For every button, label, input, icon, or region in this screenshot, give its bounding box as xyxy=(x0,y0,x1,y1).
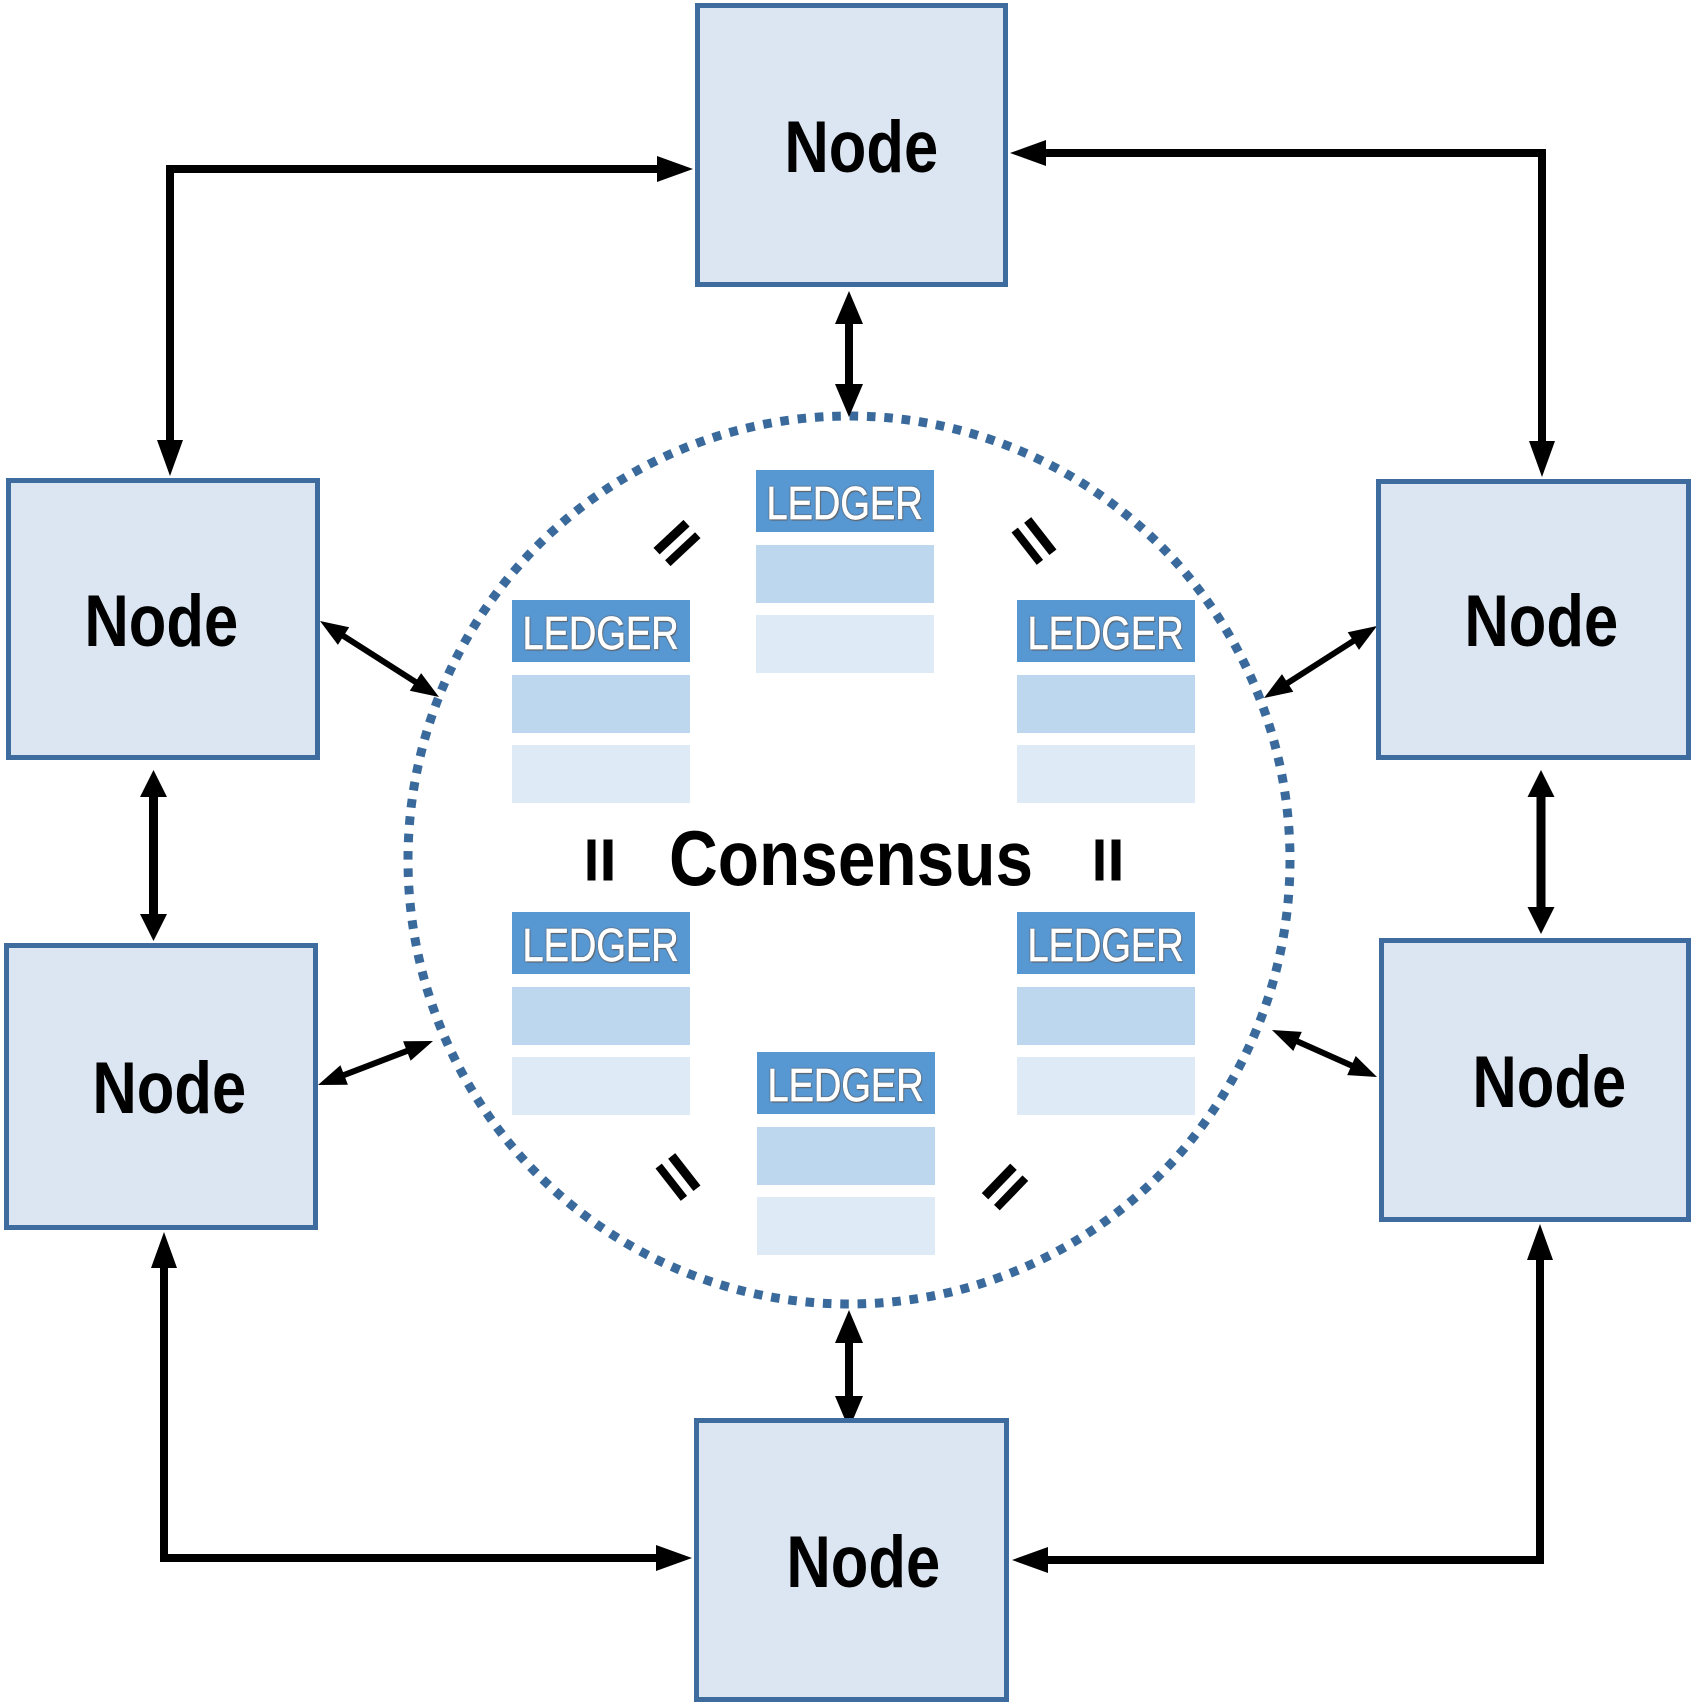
ledger-header: LEDGER xyxy=(512,912,690,974)
ledger-header: LEDGER xyxy=(1017,600,1195,662)
node-label: Node xyxy=(1472,1041,1626,1123)
ledger-title: LEDGER xyxy=(522,607,680,659)
arrow-left-nodes xyxy=(140,770,167,941)
ledger-row-2 xyxy=(1017,1057,1195,1115)
arrow-upperleft-node-circle xyxy=(320,621,439,697)
arrow-upperright-node-circle xyxy=(1264,626,1377,698)
ledger-title: LEDGER xyxy=(1027,607,1185,659)
equals-bar xyxy=(587,839,596,881)
ledger-header: LEDGER xyxy=(1017,912,1195,974)
arrow-lowerleft-node-circle xyxy=(318,1041,433,1085)
ledger-table-upper-right: LEDGER xyxy=(1017,600,1195,803)
ledger-row-2 xyxy=(1017,745,1195,803)
node-box-bottom: Node xyxy=(694,1418,1009,1702)
ledger-table-upper-left: LEDGER xyxy=(512,600,690,803)
ledger-row-1 xyxy=(512,675,690,733)
ledger-title: LEDGER xyxy=(522,919,680,971)
equals-middle-right xyxy=(1095,839,1121,881)
equals-middle-left xyxy=(587,839,613,881)
node-box-top: Node xyxy=(695,3,1008,287)
node-label: Node xyxy=(1464,581,1619,662)
ledger-row-1 xyxy=(756,545,934,603)
ledger-table-top: LEDGER xyxy=(756,470,934,673)
connector-upperright-to-top xyxy=(1010,140,1555,477)
arrow-top-node-circle xyxy=(835,291,863,417)
node-label: Node xyxy=(786,1521,941,1603)
ledger-row-2 xyxy=(512,1057,690,1115)
equals-bar xyxy=(604,839,613,881)
connector-lowerleft-to-bottom xyxy=(151,1232,692,1571)
ledger-header: LEDGER xyxy=(757,1052,935,1114)
ledger-row-2 xyxy=(757,1197,935,1255)
ledger-header: LEDGER xyxy=(512,600,690,662)
ledger-table-bottom: LEDGER xyxy=(757,1052,935,1255)
ledger-title: LEDGER xyxy=(766,477,924,529)
node-box-upper-right: Node xyxy=(1376,479,1691,760)
ledger-row-1 xyxy=(1017,675,1195,733)
equals-bar xyxy=(1095,839,1104,881)
ledger-row-2 xyxy=(756,615,934,673)
ledger-row-1 xyxy=(512,987,690,1045)
node-box-lower-left: Node xyxy=(4,943,318,1230)
connector-lowerright-to-bottom xyxy=(1012,1224,1553,1573)
ledger-header: LEDGER xyxy=(756,470,934,532)
node-label: Node xyxy=(92,1048,246,1129)
node-box-upper-left: Node xyxy=(6,478,320,760)
ledger-title: LEDGER xyxy=(1027,919,1185,971)
equals-bar xyxy=(1112,839,1121,881)
node-label: Node xyxy=(784,106,939,188)
ledger-row-1 xyxy=(1017,987,1195,1045)
ledger-row-2 xyxy=(512,745,690,803)
node-box-lower-right: Node xyxy=(1379,938,1691,1222)
ledger-table-lower-left: LEDGER xyxy=(512,912,690,1115)
connector-upperleft-to-top xyxy=(157,156,693,476)
ledger-table-lower-right: LEDGER xyxy=(1017,912,1195,1115)
consensus-label: Consensus xyxy=(668,814,1034,902)
ledger-row-1 xyxy=(757,1127,935,1185)
arrow-lowerright-node-circle xyxy=(1272,1030,1377,1077)
ledger-title: LEDGER xyxy=(767,1059,925,1111)
node-label: Node xyxy=(84,580,238,662)
arrow-bottom-node-circle xyxy=(835,1310,863,1429)
arrow-right-nodes xyxy=(1527,770,1555,934)
consensus-circle xyxy=(403,411,1295,1309)
